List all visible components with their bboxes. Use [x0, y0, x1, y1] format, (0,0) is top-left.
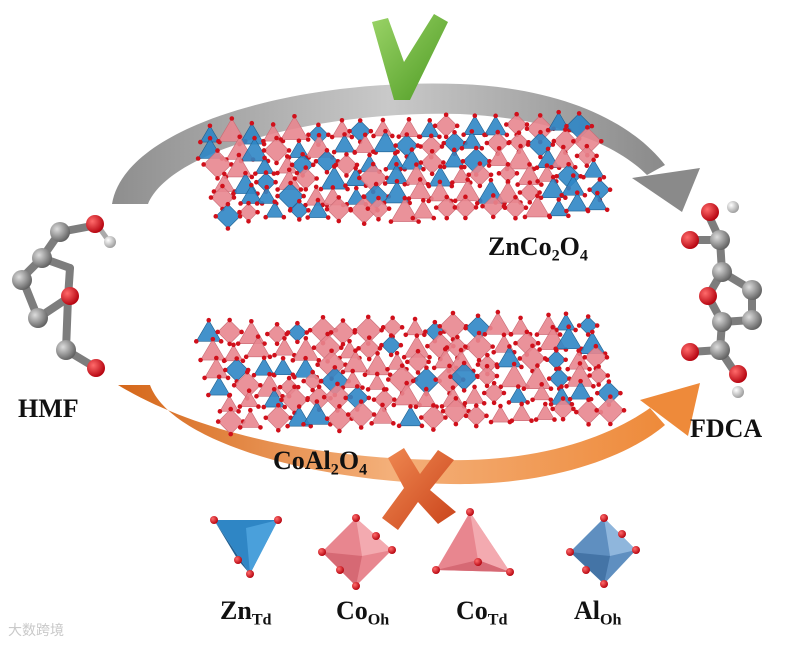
fdca-label: FDCA	[690, 414, 763, 443]
watermark: 大数跨境	[8, 623, 64, 639]
coal2o4-label: CoAl2O4	[273, 446, 368, 479]
legend-label-al-oh: AlOh	[574, 596, 622, 629]
cross-icon	[382, 448, 456, 530]
coal2o4-crystal-structure	[193, 309, 627, 437]
fdca-molecule	[681, 201, 762, 398]
legend-zn-td-tetrahedron-icon	[210, 516, 282, 578]
znco2o4-label: ZnCo2O4	[488, 232, 588, 265]
legend-co-oh-octahedron-icon	[318, 514, 396, 590]
check-icon	[372, 14, 448, 100]
legend-label-co-td: CoTd	[456, 596, 508, 629]
bottom-arrow	[118, 383, 700, 485]
hmf-molecule	[12, 215, 116, 377]
legend-label-zn-td: ZnTd	[220, 596, 272, 629]
legend-label-co-oh: CoOh	[336, 596, 390, 629]
hmf-label: HMF	[18, 394, 79, 423]
top-arrow	[112, 83, 700, 212]
legend-co-td-tetrahedron-icon	[432, 508, 514, 576]
znco2o4-crystal-structure	[195, 109, 613, 231]
legend-al-oh-octahedron-icon	[566, 514, 640, 588]
